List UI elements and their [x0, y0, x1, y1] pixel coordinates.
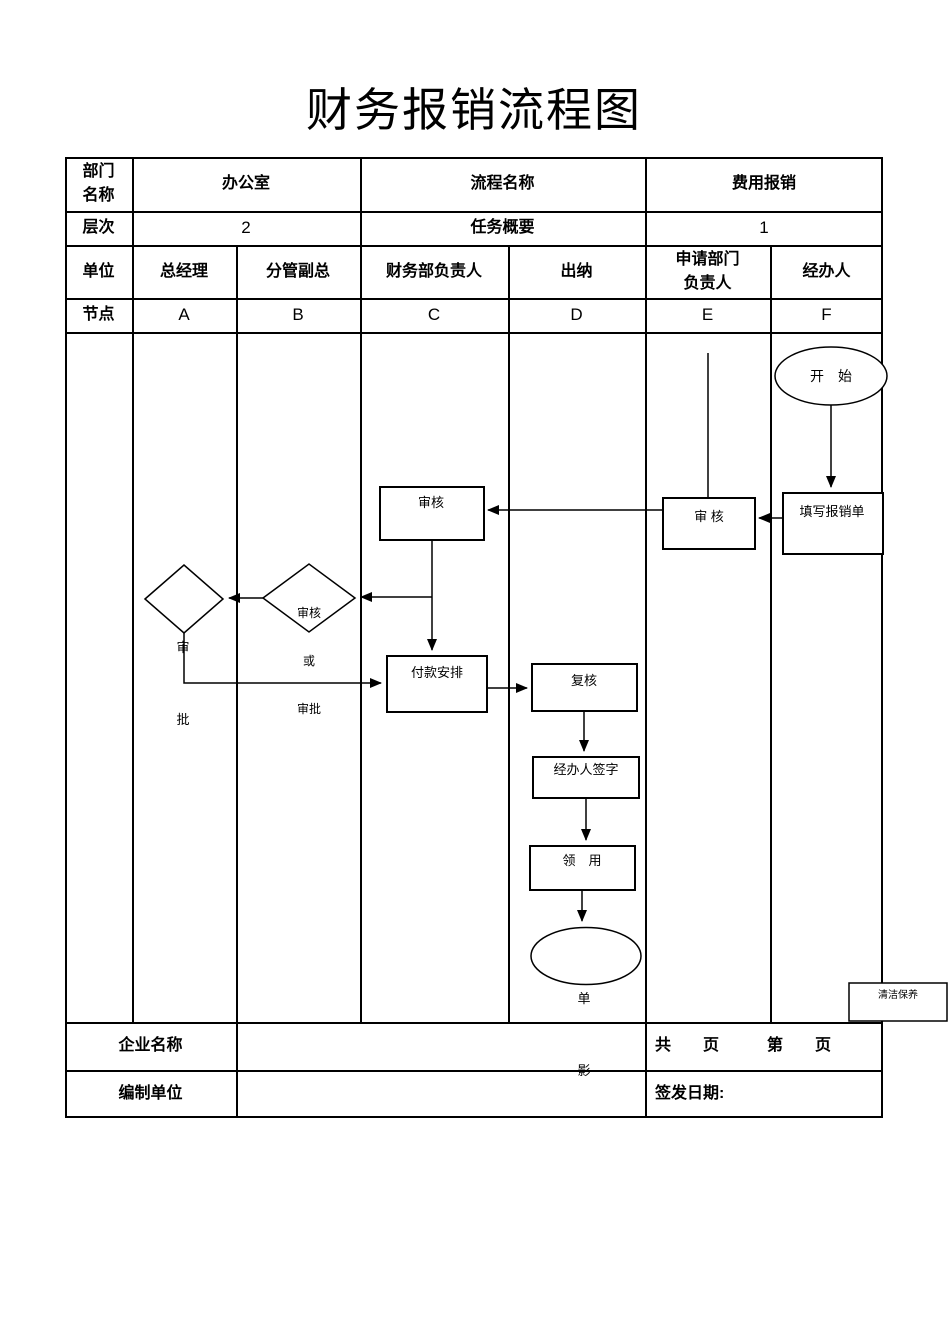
node-cell-c: C — [427, 304, 441, 324]
unit-cell-c: 财务部负责人 — [385, 262, 482, 280]
issue-date-label-cell: 签发日期: — [655, 1085, 725, 1103]
recheck-box — [531, 663, 638, 712]
collect-label: 领 用 — [562, 853, 602, 868]
node-cell-a: A — [178, 304, 190, 324]
review-box-c — [379, 486, 485, 541]
diamond-b-label: 审核 或 审批 — [296, 606, 322, 716]
process-name-value-cell: 费用报销 — [731, 175, 796, 193]
column-divider — [236, 245, 238, 1118]
company-name-label-cell: 企业名称 — [118, 1037, 183, 1055]
unit-label-cell: 单位 — [82, 262, 115, 280]
approve-diamond-a — [143, 564, 225, 634]
node-cell-e: E — [701, 304, 714, 324]
unit-cell-e: 申请部门负责人 — [675, 250, 740, 292]
node-cell-b: B — [292, 304, 304, 324]
column-divider — [770, 245, 772, 1022]
row-divider — [65, 245, 883, 247]
unit-cell-f: 经办人 — [802, 262, 851, 280]
payment-label: 付款安排 — [410, 665, 464, 680]
dept-name-value-cell: 办公室 — [221, 175, 270, 193]
arrow-diamond-a-to-payment — [183, 633, 382, 688]
row-divider — [65, 332, 883, 334]
unit-cell-b: 分管副总 — [265, 262, 330, 280]
level-label-cell: 层次 — [82, 219, 115, 237]
recheck-label: 复核 — [570, 673, 598, 688]
row-divider — [65, 298, 883, 300]
page-title: 财务报销流程图 — [306, 83, 642, 137]
node-cell-d: D — [570, 304, 583, 324]
column-divider — [508, 245, 510, 1022]
summary-label-cell: 任务概要 — [470, 219, 535, 237]
level-value-cell: 2 — [241, 217, 251, 237]
end-oval — [530, 926, 642, 986]
fill-form-box — [782, 492, 884, 555]
column-divider — [132, 157, 134, 1022]
table-outer-border — [65, 157, 883, 1118]
node-label-cell: 节点 — [82, 306, 115, 324]
payment-box — [386, 655, 488, 713]
review-c-label: 审核 — [417, 495, 445, 510]
row-divider — [65, 211, 883, 213]
review-e-label: 审 核 — [694, 509, 724, 524]
page-count-cell: 共 页 第 页 — [655, 1037, 832, 1055]
unit-cell-a: 总经理 — [159, 262, 208, 280]
start-label: 开 始 — [810, 368, 852, 384]
column-divider — [360, 157, 362, 1022]
row-divider — [65, 1070, 883, 1072]
diamond-a-label: 审 批 — [176, 640, 190, 727]
cleaning-label: 清洁保养 — [878, 990, 918, 1001]
row-divider — [65, 1022, 883, 1024]
cleaning-box — [848, 982, 948, 1022]
review-box-e — [662, 497, 756, 550]
summary-value-cell: 1 — [759, 217, 769, 237]
unit-cell-d: 出纳 — [560, 262, 593, 280]
node-cell-f: F — [821, 304, 832, 324]
prepared-by-label-cell: 编制单位 — [118, 1085, 183, 1103]
dept-name-label-cell: 部门名称 — [82, 163, 115, 204]
handler-sign-label: 经办人签字 — [553, 762, 619, 777]
column-divider — [645, 157, 647, 1118]
review-approve-diamond-b — [261, 563, 357, 633]
fill-form-label: 填写报销单 — [799, 504, 865, 519]
process-name-label-cell: 流程名称 — [470, 175, 535, 193]
end-label: 单 影 — [577, 991, 591, 1078]
handler-sign-box — [532, 756, 640, 799]
